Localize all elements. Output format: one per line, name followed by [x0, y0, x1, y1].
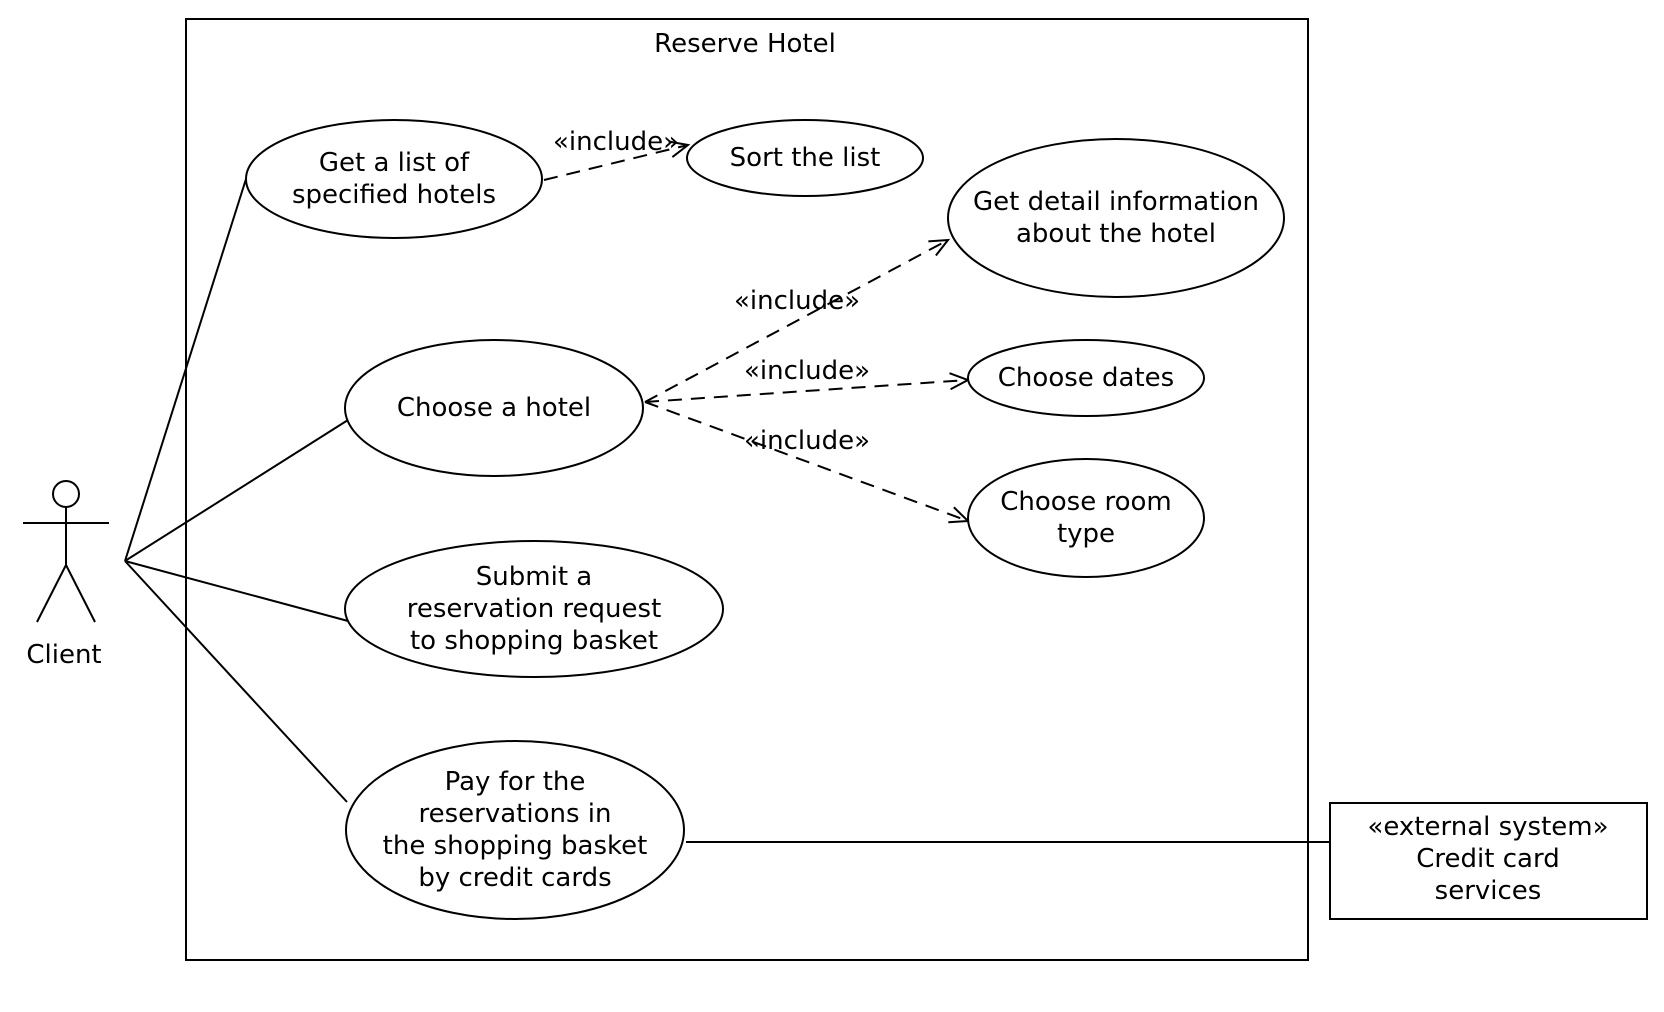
usecase-get-detail[interactable]: Get detail information about the hotel — [947, 138, 1285, 298]
usecase-label: about the hotel — [1016, 219, 1216, 249]
usecase-label: Choose room — [1000, 487, 1172, 517]
usecase-choose-dates[interactable]: Choose dates — [967, 339, 1205, 417]
actor-client[interactable]: Client — [23, 480, 109, 670]
external-name: Credit card — [1416, 844, 1559, 874]
external-system-credit-card[interactable]: «external system» Credit card services — [1329, 802, 1648, 920]
include-label-sort: «include» — [553, 127, 679, 157]
usecase-label: Choose a hotel — [397, 393, 591, 423]
actor-left-leg — [36, 564, 67, 623]
system-boundary — [185, 18, 1309, 961]
association-pay — [124, 560, 348, 803]
external-name: services — [1435, 876, 1542, 906]
external-system-box — [1329, 802, 1648, 920]
usecase-label: Get detail information — [973, 187, 1259, 217]
include-get-detail — [644, 238, 951, 403]
usecase-get-list[interactable]: Get a list of specified hotels — [245, 119, 543, 239]
usecase-choose-room[interactable]: Choose room type — [967, 458, 1205, 578]
external-stereotype: «external system» — [1367, 812, 1608, 842]
usecase-pay[interactable]: Pay for the reservations in the shopping… — [345, 740, 685, 920]
usecase-label: specified hotels — [292, 180, 496, 210]
actor-head — [52, 480, 80, 508]
actor-label: Client — [26, 640, 101, 670]
usecase-label: by credit cards — [418, 863, 611, 893]
usecase-sort-list[interactable]: Sort the list — [686, 119, 924, 197]
usecase-label: Sort the list — [730, 143, 881, 173]
usecase-label: reservations in — [419, 799, 612, 829]
association-choose-hotel — [124, 419, 349, 562]
usecase-submit-request[interactable]: Submit a reservation request to shopping… — [344, 540, 724, 678]
include-sort-list — [543, 140, 691, 181]
usecase-label: Get a list of — [319, 148, 470, 178]
usecase-label: to shopping basket — [410, 626, 658, 656]
usecase-label: Pay for the — [445, 767, 586, 797]
include-label-dates: «include» — [744, 356, 870, 386]
usecase-label: the shopping basket — [383, 831, 648, 861]
association-submit-request — [124, 560, 349, 622]
include-label-detail: «include» — [734, 286, 860, 316]
system-title: Reserve Hotel — [654, 29, 836, 59]
usecase-label: type — [1057, 519, 1115, 549]
include-choose-room — [644, 401, 971, 524]
include-label-room: «include» — [744, 426, 870, 456]
association-get-list — [124, 178, 247, 562]
include-choose-dates — [644, 372, 971, 403]
usecase-label: Submit a — [476, 562, 592, 592]
usecase-label: Choose dates — [998, 363, 1174, 393]
actor-right-leg — [65, 564, 96, 623]
usecase-choose-hotel[interactable]: Choose a hotel — [344, 339, 644, 477]
usecase-label: reservation request — [407, 594, 662, 624]
